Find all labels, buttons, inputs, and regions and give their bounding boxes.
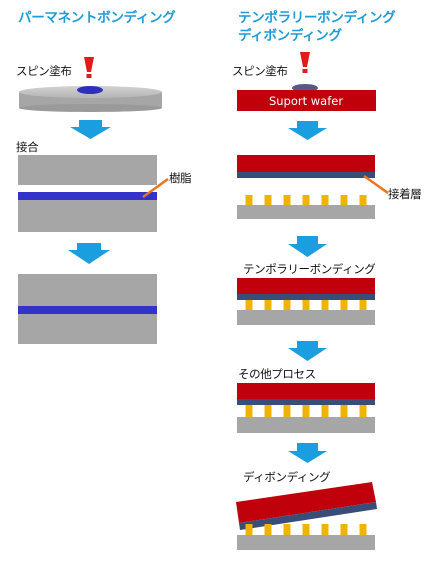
debond-support-wafer (236, 482, 376, 523)
solder-bump (283, 405, 291, 417)
left-arrow-1-icon (70, 120, 111, 139)
right-arrow-3-icon (288, 341, 327, 361)
right-title-line2: ディボンディング (238, 28, 342, 44)
solder-bump (321, 195, 329, 205)
solder-bump (321, 524, 329, 535)
solder-bump (340, 524, 348, 535)
right-title-line1: テンポラリーボンディング (238, 10, 396, 26)
right-arrow-4-icon (288, 443, 327, 463)
solder-bump (302, 405, 310, 417)
solder-bump (302, 195, 310, 205)
solder-bump (264, 524, 272, 535)
support-wafer-label: Suport wafer (269, 94, 343, 108)
left-spin-disc (19, 86, 162, 112)
right-step-debonding (236, 482, 377, 550)
solder-bump (264, 300, 272, 310)
resin-label: 樹脂 (169, 171, 192, 185)
solder-bump (340, 195, 348, 205)
solder-bump (245, 195, 253, 205)
adhesive-layer-label: 接着層 (388, 187, 422, 201)
right-step-prebond (237, 155, 375, 219)
solder-bump (245, 405, 253, 417)
right-step-bonded (237, 278, 375, 325)
left-bonded-result (18, 274, 157, 344)
debond-adhesive-layer (239, 502, 377, 530)
left-resin-layer (18, 192, 157, 200)
adhesive-leader-line (363, 174, 389, 195)
left-bond-stack (18, 155, 157, 232)
solder-bump (340, 300, 348, 310)
right-spin-coat-label: スピン塗布 (232, 64, 288, 78)
resin-leader-line (142, 177, 169, 199)
solder-bump (245, 524, 253, 535)
right-step-other-process (237, 383, 375, 433)
right-arrow-1-icon (288, 121, 327, 140)
left-resin-puddle (77, 86, 103, 94)
bond-label: 接合 (16, 140, 39, 154)
right-arrow-2-icon (288, 236, 327, 257)
solder-bump (283, 300, 291, 310)
solder-bump (283, 524, 291, 535)
solder-bump (264, 195, 272, 205)
left-arrow-2-icon (68, 243, 110, 264)
debonding-label: ディボンディング (243, 470, 331, 484)
solder-bump (245, 300, 253, 310)
left-title: パーマネントボンディング (18, 10, 176, 26)
left-spin-coat-label: スピン塗布 (16, 64, 72, 78)
solder-bump (283, 195, 291, 205)
solder-bump (302, 300, 310, 310)
solder-bump (264, 405, 272, 417)
solder-bump (340, 405, 348, 417)
left-drop-marker-icon (84, 57, 94, 78)
solder-bump (359, 524, 367, 535)
support-wafer (237, 90, 376, 111)
other-process-label: その他プロセス (238, 367, 316, 381)
solder-bump (359, 300, 367, 310)
solder-bump (321, 300, 329, 310)
solder-bump (321, 405, 329, 417)
solder-bump (359, 195, 367, 205)
temporary-bonding-label: テンポラリーボンディング (243, 262, 376, 276)
solder-bump (359, 405, 367, 417)
solder-bump (302, 524, 310, 535)
right-drop-marker-icon (300, 52, 310, 73)
